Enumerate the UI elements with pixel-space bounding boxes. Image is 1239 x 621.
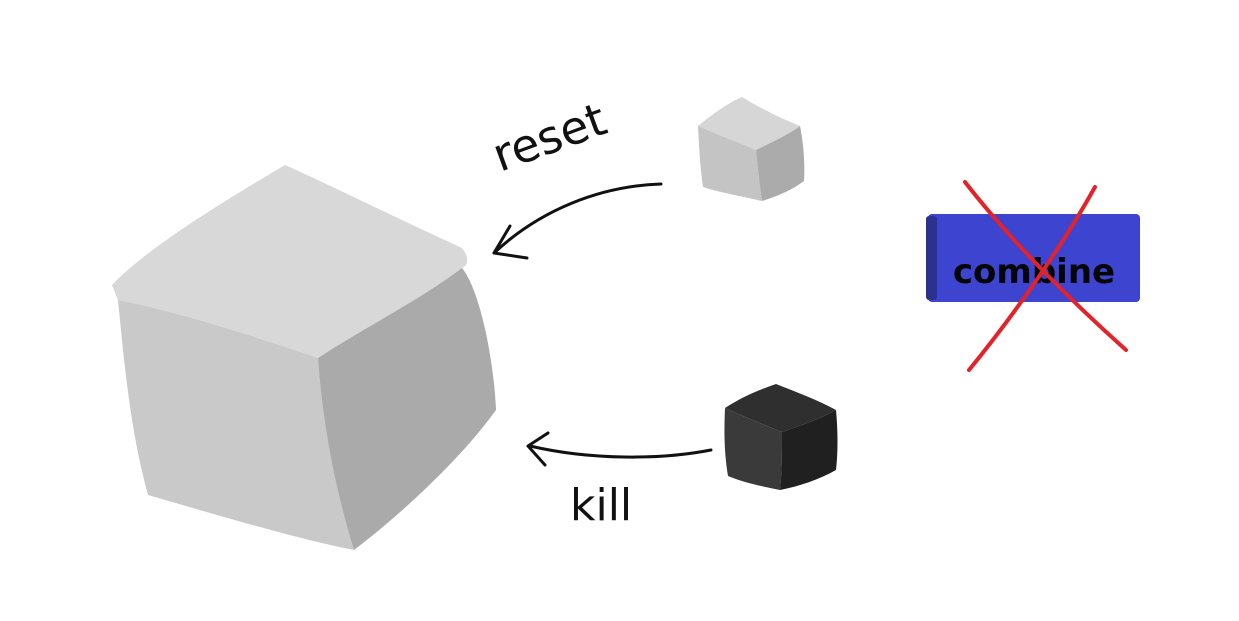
reset-arrow-head (492, 224, 529, 260)
reset-label: reset (485, 92, 613, 183)
kill-label: kill (570, 480, 632, 531)
small-light-cube-left (698, 126, 762, 201)
kill-arrow (526, 431, 713, 467)
large-cube (112, 165, 496, 550)
large-cube-top (112, 165, 468, 358)
small-dark-cube-top (725, 384, 836, 432)
combine-button-body (928, 214, 1140, 302)
large-cube-right (318, 268, 496, 550)
small-light-cube-right (756, 126, 805, 201)
small-light-cube-top (698, 97, 800, 150)
kill-arrow-head (526, 431, 550, 467)
cross-stroke-1 (963, 180, 1128, 352)
small-light-cube (698, 97, 805, 201)
reset-arrow-shaft (492, 182, 663, 255)
small-dark-cube-right (780, 410, 838, 490)
small-dark-cube-left (724, 408, 782, 490)
combine-button-edge (926, 216, 937, 300)
small-dark-cube (724, 384, 838, 490)
large-cube-left (118, 300, 354, 550)
disabled-cross (963, 180, 1128, 372)
kill-arrow-shaft (528, 444, 713, 459)
cross-stroke-2 (967, 185, 1097, 372)
reset-arrow (492, 182, 663, 260)
